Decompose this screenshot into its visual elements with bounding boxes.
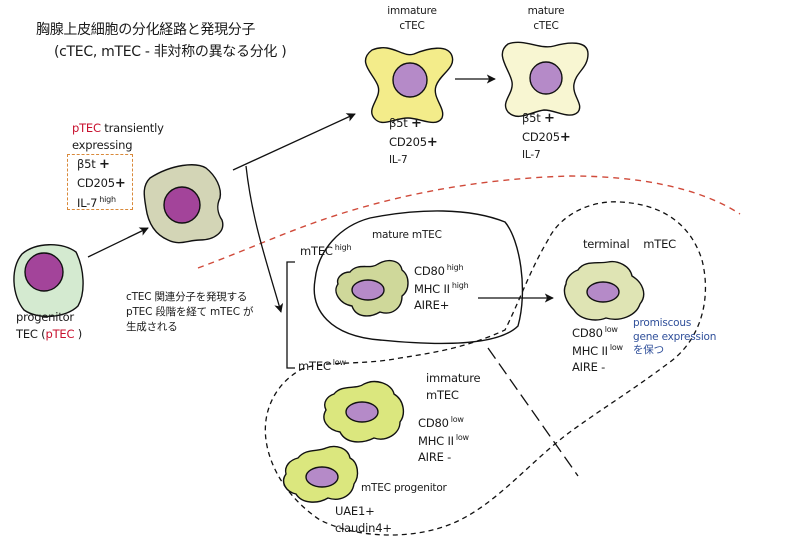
arrow-ptec-to-mtec [245, 165, 284, 313]
mature-ctec-label: mature cTEC [527, 5, 565, 33]
mtec-branch-bracket [286, 261, 295, 369]
title-line-2: (cTEC, mTEC - 非対称の異なる分化 ) [54, 43, 287, 60]
mtec-progenitor-markers: UAE1+ claudin4+ [335, 504, 392, 535]
ptec-to-mtec-note: cTEC 関連分子を発現する pTEC 段階を経て mTEC が 生成される [126, 291, 254, 334]
mature-ctec-cell [501, 41, 589, 117]
mtec-low-region [264, 201, 707, 536]
mtec-progenitor-cell [282, 445, 359, 503]
mature-ctec-nucleus [529, 61, 563, 95]
ptec-nucleus [163, 186, 201, 224]
mature-mtec-cell [335, 259, 409, 317]
mature-ctec-markers: β5t + CD205+ IL-7 [522, 111, 571, 161]
ptec-red-label: pTEC [72, 121, 101, 135]
mtec-progenitor-nucleus [305, 466, 339, 488]
terminal-mtec-cell [563, 260, 645, 321]
immature-mtec-label: immature mTEC [426, 371, 481, 402]
mtec-progenitor-label: mTEC progenitor [361, 482, 447, 494]
progenitor-cell [13, 244, 84, 317]
mature-mtec-nucleus [351, 279, 385, 301]
title-line-1: 胸腺上皮細胞の分化経路と発現分子 [36, 22, 256, 38]
immature-ctec-nucleus [392, 62, 428, 98]
ptec-marker-box [67, 154, 133, 210]
lineage-separator-line [197, 175, 741, 269]
terminal-mtec-nucleus [586, 281, 620, 303]
immature-ctec-cell [364, 47, 454, 124]
diagram-title: 胸腺上皮細胞の分化経路と発現分子 (cTEC, mTEC - 非対称の異なる分化… [36, 20, 287, 63]
ptec-header: pTEC transiently expressing [72, 121, 164, 152]
immature-ctec-label: immature cTEC [387, 5, 437, 33]
immature-mtec-nucleus [345, 401, 379, 423]
arrow-progenitor-to-ptec [87, 227, 149, 258]
ptec-highlight: pTEC [45, 326, 75, 341]
arrow-ptec-to-ctec [232, 113, 356, 171]
terminal-boundary-line [487, 347, 579, 477]
immature-mtec-cell [323, 380, 405, 443]
immature-ctec-markers: β5t + CD205+ IL-7 [389, 116, 438, 166]
terminal-mtec-label: terminal mTEC [583, 237, 676, 251]
mature-mtec-region [313, 210, 524, 345]
mature-mtec-label: mature mTEC [372, 229, 442, 241]
promiscuous-gene-expression-note: promiscous gene expression を保つ [633, 317, 717, 357]
progenitor-nucleus [24, 252, 64, 292]
ptec-cell [143, 164, 224, 244]
progenitor-label: progenitor TEC (pTEC ) [16, 310, 83, 341]
